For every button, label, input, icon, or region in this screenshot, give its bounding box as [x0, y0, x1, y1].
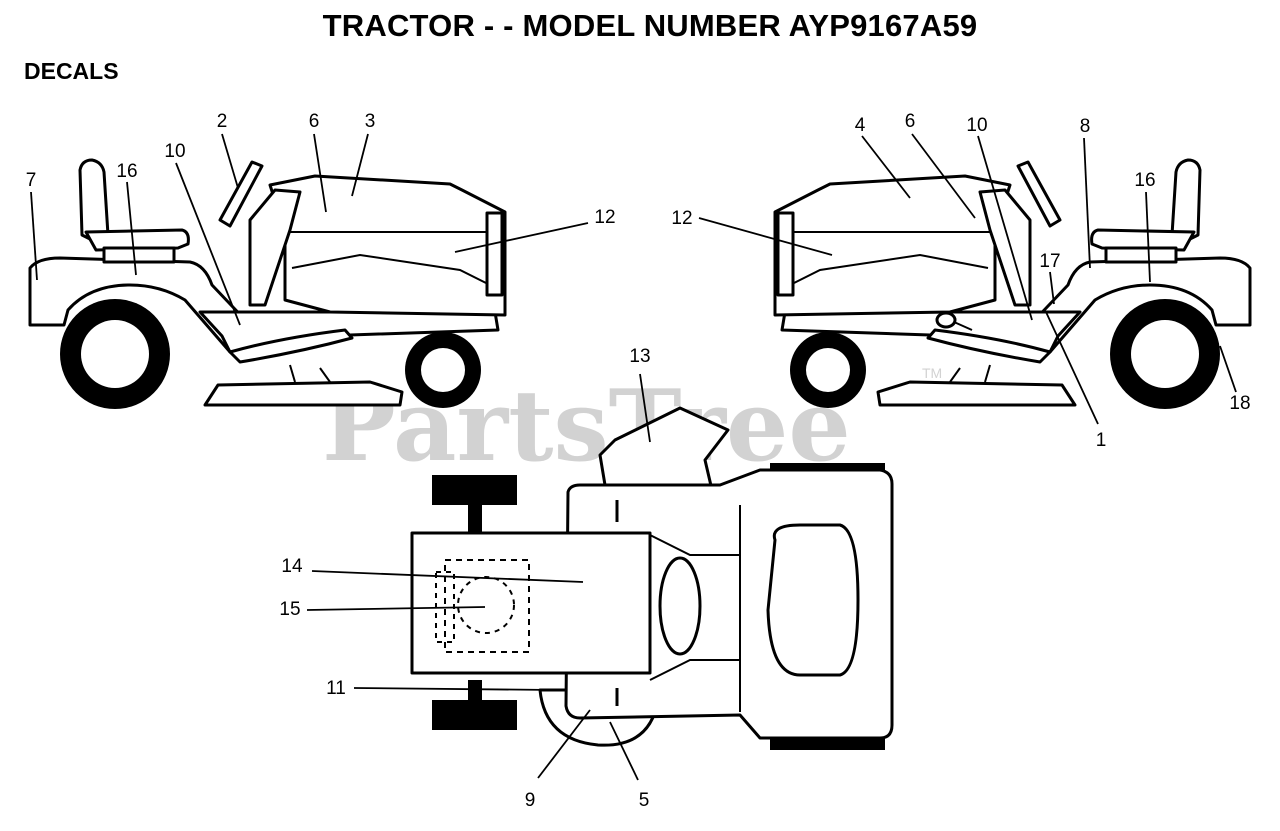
callout-14: 14	[281, 556, 303, 577]
callout-10-left: 10	[164, 141, 185, 162]
callout-3: 3	[365, 111, 376, 132]
leader-lines	[30, 133, 1237, 781]
callout-1: 1	[1096, 430, 1107, 451]
callout-6-left: 6	[309, 111, 320, 132]
callout-8: 8	[1080, 116, 1091, 137]
tractor-top-view	[410, 406, 894, 750]
watermark-tm: TM	[922, 365, 942, 381]
tractor-right-side-view	[773, 158, 1252, 409]
callout-16-left: 16	[116, 161, 137, 182]
callout-9: 9	[525, 790, 536, 811]
callouts: 2 6 3 10 7 16 12 4 6 10 8 16 12 17 18 1 …	[26, 111, 1251, 811]
diagram-title: TRACTOR - - MODEL NUMBER AYP9167A59	[322, 8, 978, 43]
tractor-left-side-view	[28, 158, 507, 409]
callout-12-left: 12	[594, 207, 615, 228]
callout-16-right: 16	[1134, 170, 1155, 191]
callout-6-right: 6	[905, 111, 916, 132]
callout-13: 13	[629, 346, 650, 367]
callout-11: 11	[326, 678, 346, 699]
callout-17: 17	[1039, 251, 1060, 272]
callout-5: 5	[639, 790, 650, 811]
callout-10-right: 10	[966, 115, 987, 136]
callout-15: 15	[279, 599, 300, 620]
callout-2: 2	[217, 111, 228, 132]
callout-7: 7	[26, 170, 37, 191]
callout-18: 18	[1229, 393, 1250, 414]
callout-12-right: 12	[671, 208, 692, 229]
section-label: DECALS	[24, 58, 119, 84]
callout-4: 4	[855, 115, 866, 136]
